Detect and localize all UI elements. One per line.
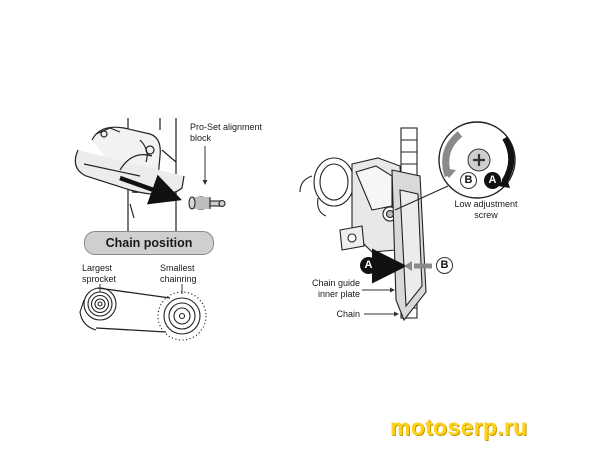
watermark: motoserp.ru <box>390 414 528 440</box>
badge-b-guide: B <box>436 257 453 274</box>
low-adjustment-screw-label: Low adjustment screw <box>454 199 518 220</box>
chain-position-title: Chain position <box>84 231 214 255</box>
insertion-arrow <box>119 174 182 205</box>
screw-magnifier <box>438 121 516 199</box>
chain-label: Chain <box>336 309 360 319</box>
largest-sprocket-label: Largest sprocket <box>82 263 117 284</box>
magnifier-leader-line <box>394 185 449 211</box>
chain-position-illustration <box>79 287 207 341</box>
pro-set-label: Pro-Set alignment block <box>190 122 263 143</box>
badge-a-magnifier: A <box>484 172 501 189</box>
badge-b-magnifier: B <box>460 172 477 189</box>
chain-guide-inner-plate-label: Chain guide inner plate <box>311 278 360 299</box>
pro-set-block-illustration <box>188 196 226 210</box>
top-left-derailleur-illustration <box>74 118 185 238</box>
smallest-chainring-label: Smallest chainring <box>160 263 197 284</box>
badge-a-guide: A <box>360 257 377 274</box>
